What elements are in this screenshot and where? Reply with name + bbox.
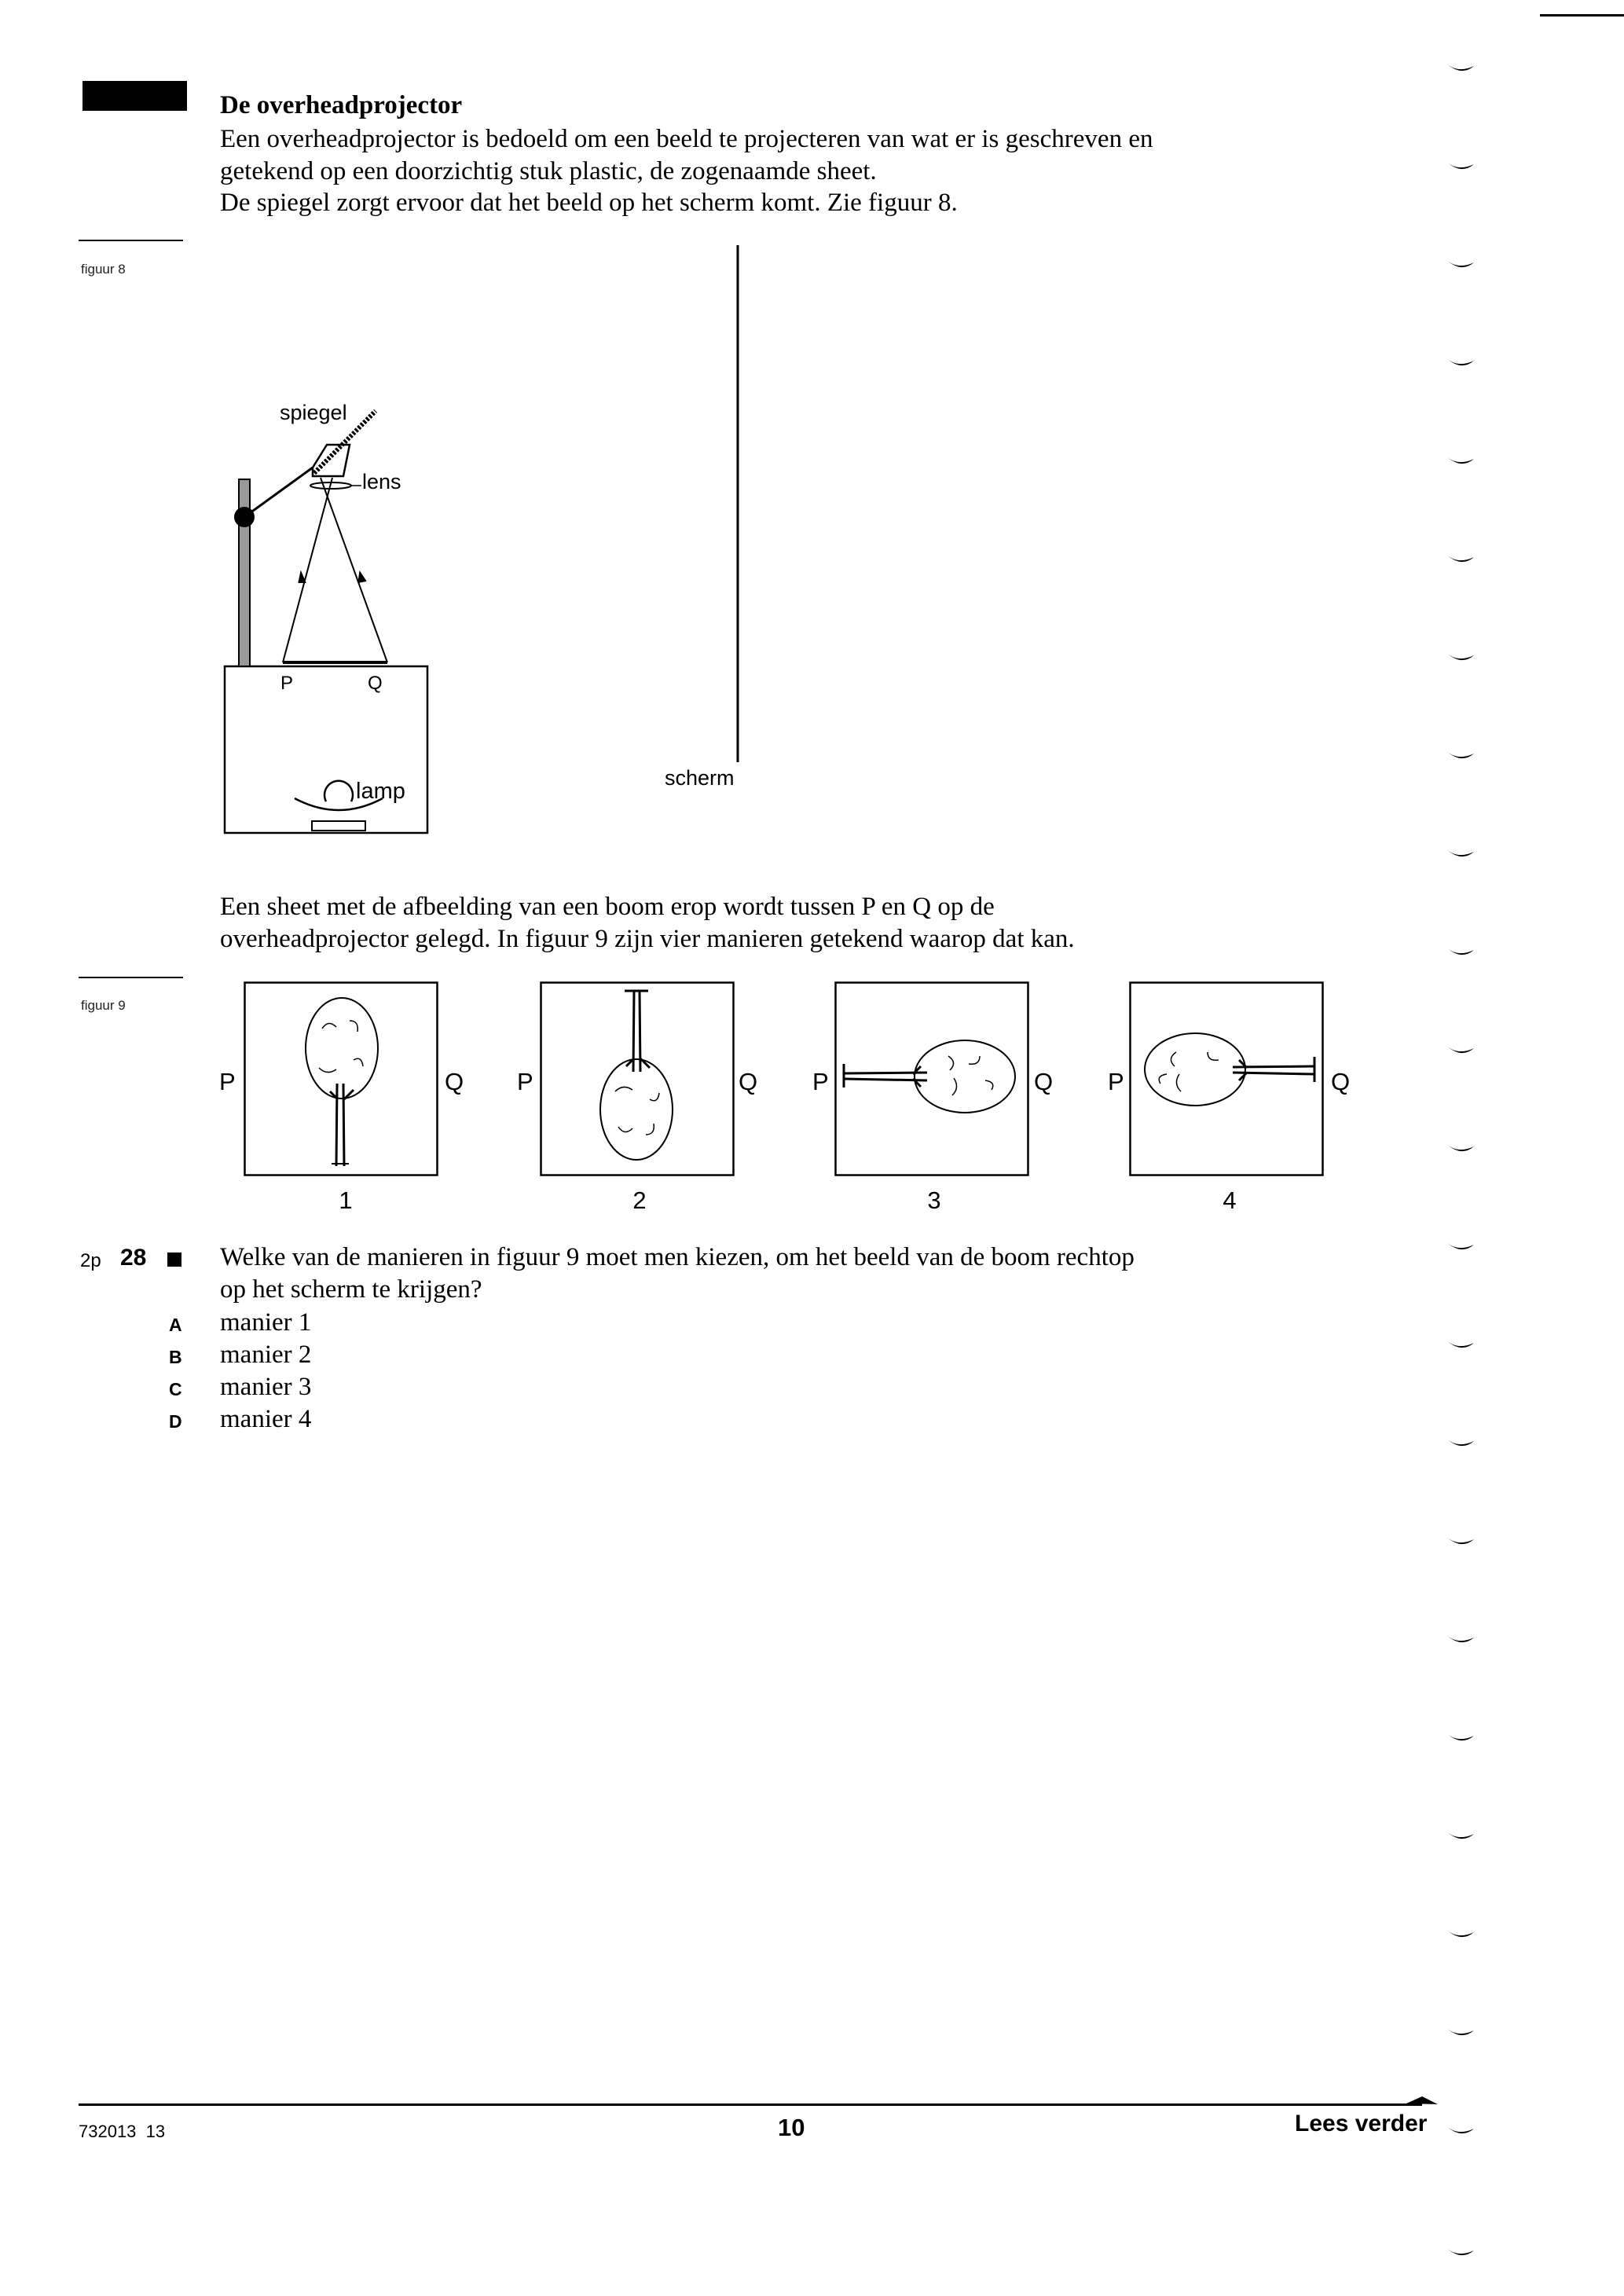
panel3-q: Q — [1034, 1068, 1054, 1095]
figure8-caption: figuur 8 — [81, 262, 126, 277]
panel3-p: P — [812, 1068, 829, 1095]
question-line-1: Welke van de manieren in figuur 9 moet m… — [220, 1243, 1135, 1271]
panel2-p: P — [517, 1068, 533, 1095]
q-label: Q — [368, 673, 383, 694]
option-c-text[interactable]: manier 3 — [220, 1373, 312, 1401]
footer-arrow-icon — [1406, 2096, 1438, 2104]
panel4-p: P — [1108, 1068, 1124, 1095]
question-points: 2p — [80, 1250, 101, 1271]
lens-label: lens — [362, 470, 401, 493]
lamp-icon — [294, 779, 383, 831]
panel1-q: Q — [445, 1068, 464, 1095]
panel2-number: 2 — [632, 1187, 647, 1214]
figure9-caption: figuur 9 — [81, 998, 126, 1013]
middle-line-2: overheadprojector gelegd. In figuur 9 zi… — [220, 925, 1075, 953]
panel1-p: P — [219, 1068, 236, 1095]
middle-line-1: Een sheet met de afbeelding van een boom… — [220, 893, 995, 921]
figure8-diagram: spiegel lens P Q lamp scherm — [223, 245, 739, 834]
p-label: P — [280, 673, 293, 694]
section-title: De overheadprojector — [220, 91, 463, 119]
footer-rule — [79, 2103, 1422, 2106]
question-line-2: op het scherm te krijgen? — [220, 1275, 482, 1304]
intro-line-3: De spiegel zorgt ervoor dat het beeld op… — [220, 189, 958, 217]
screen-label: scherm — [665, 766, 735, 790]
question-marker — [167, 1253, 181, 1267]
panel4-tree — [1129, 981, 1324, 1176]
question-number: 28 — [120, 1245, 147, 1271]
option-b-text[interactable]: manier 2 — [220, 1341, 312, 1369]
panel2-tree — [540, 981, 735, 1176]
panel1-tree — [244, 981, 438, 1176]
top-right-rule — [1540, 14, 1624, 17]
panel4-number: 4 — [1223, 1187, 1237, 1214]
panel4-q: Q — [1331, 1068, 1351, 1095]
option-d-text[interactable]: manier 4 — [220, 1405, 312, 1433]
option-a-letter: A — [169, 1315, 182, 1335]
option-b-letter: B — [169, 1347, 182, 1367]
panel1-number: 1 — [339, 1187, 353, 1214]
mirror — [312, 409, 378, 475]
section-marker — [82, 81, 187, 111]
panel3-tree — [834, 981, 1029, 1176]
intro-line-2: getekend op een doorzichtig stuk plastic… — [220, 157, 877, 185]
figure9-rule — [79, 977, 183, 978]
option-d-letter: D — [169, 1411, 182, 1432]
panel2-q: Q — [739, 1068, 758, 1095]
option-a-text[interactable]: manier 1 — [220, 1308, 312, 1337]
binding-marks — [1446, 63, 1474, 2256]
footer-code: 732013 13 — [79, 2122, 166, 2141]
mirror-label: spiegel — [280, 401, 347, 424]
panel3-number: 3 — [927, 1187, 941, 1214]
projector-head — [311, 443, 351, 478]
footer-continue: Lees verder — [1295, 2111, 1428, 2136]
lamp-label: lamp — [356, 779, 405, 804]
intro-line-1: Een overheadprojector is bedoeld om een … — [220, 125, 1153, 153]
projector-box — [223, 665, 429, 834]
figure8-rule — [79, 240, 183, 241]
footer-page-number: 10 — [778, 2114, 805, 2141]
option-c-letter: C — [169, 1379, 182, 1399]
